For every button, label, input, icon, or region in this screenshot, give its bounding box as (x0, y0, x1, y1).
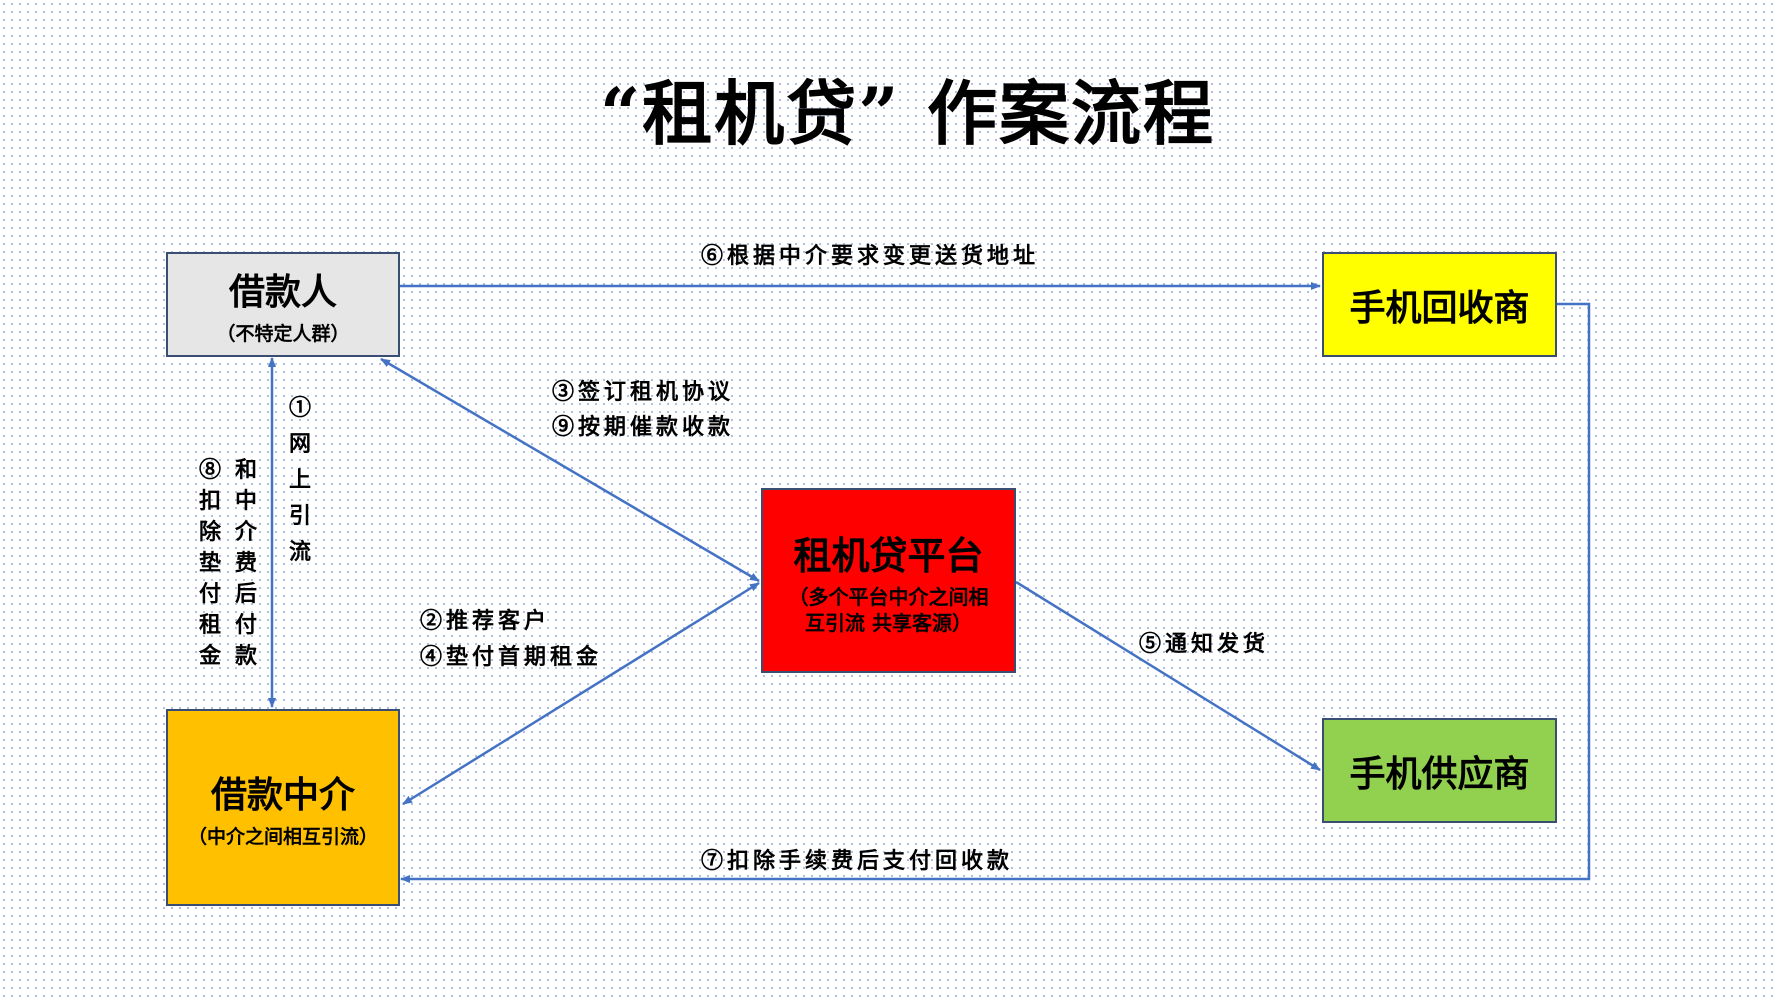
edge-label-5: ⑤通知发货 (1139, 631, 1270, 657)
node-intermediary: 借款中介 （中介之间相互引流） (166, 709, 400, 906)
edge-recycler-intermediary (400, 302, 1591, 883)
node-supplier: 手机供应商 (1322, 718, 1557, 823)
edge-label-8-col1: ⑧扣除垫付租金 (198, 457, 221, 669)
node-recycler-label: 手机回收商 (1349, 286, 1530, 329)
node-borrower-label: 借款人 (228, 271, 337, 313)
node-recycler: 手机回收商 (1322, 252, 1557, 357)
node-platform: 租机贷平台 （多个平台中介之间相互引流 共享客源） (761, 488, 1016, 673)
node-intermediary-sub: （中介之间相互引流） (187, 826, 378, 848)
edge-borrower-platform (380, 357, 760, 583)
node-platform-label: 租机贷平台 (793, 533, 984, 578)
edge-label-1: ①网上引流 (288, 395, 311, 565)
node-platform-sub: （多个平台中介之间相互引流 共享客源） (788, 585, 989, 635)
page-title: “租机贷” 作案流程 (600, 72, 1215, 155)
edge-label-6: ⑥根据中介要求变更送货地址 (701, 243, 1040, 269)
edge-label-7: ⑦扣除手续费后支付回收款 (701, 848, 1014, 874)
edge-label-4: ④垫付首期租金 (420, 644, 603, 670)
node-supplier-label: 手机供应商 (1349, 752, 1530, 795)
node-borrower-sub: （不特定人群） (216, 323, 350, 345)
edge-label-2: ②推荐客户 (420, 608, 551, 634)
edge-label-9: ⑨按期催款收款 (552, 414, 735, 440)
node-intermediary-label: 借款中介 (210, 774, 355, 816)
edge-label-8-col2: 和中介费后付款 (234, 457, 257, 669)
edge-intermediary-platform (402, 581, 760, 806)
edge-label-3: ③签订租机协议 (552, 379, 735, 405)
node-borrower: 借款人 （不特定人群） (166, 252, 400, 357)
edge-platform-supplier (1015, 580, 1321, 772)
